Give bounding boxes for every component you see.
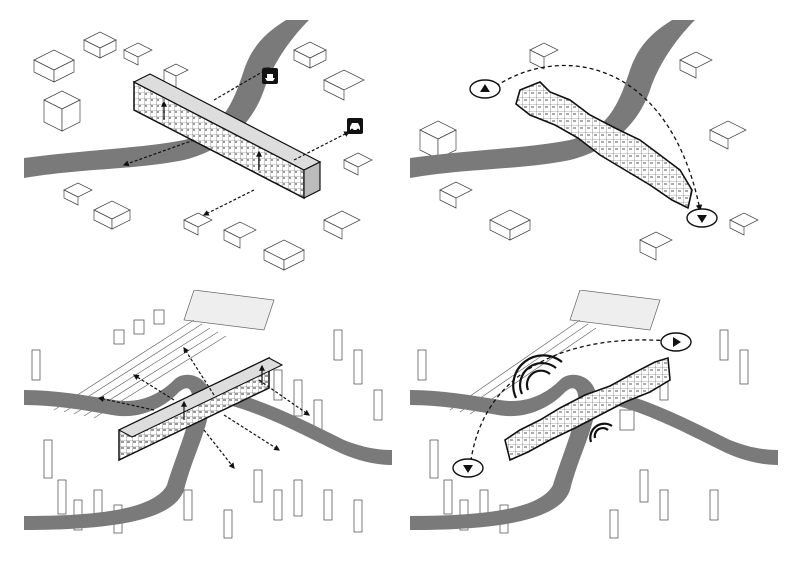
panel-top-left-connectivity — [24, 20, 392, 272]
city-blocks — [419, 42, 759, 261]
river — [24, 374, 392, 530]
building-bar — [117, 356, 284, 462]
connection-arrows — [97, 346, 310, 469]
panel-top-right-reach — [410, 20, 778, 272]
isometric-diagram-1 — [24, 20, 373, 271]
building-bar — [504, 356, 671, 462]
isometric-diagram-3 — [24, 290, 392, 539]
isometric-diagram-2 — [410, 20, 759, 261]
rail-yard — [53, 290, 275, 419]
connection-arrows — [122, 67, 351, 216]
reach-arc — [489, 64, 703, 212]
river — [24, 20, 309, 178]
isometric-diagram-4 — [410, 290, 778, 539]
city-blocks — [33, 31, 373, 271]
river — [410, 20, 695, 178]
towers — [31, 309, 383, 539]
ship-icon — [262, 68, 278, 84]
building-bar — [132, 73, 322, 200]
panel-bottom-right-reach — [410, 290, 778, 546]
reach-arc — [469, 338, 682, 469]
end-marker-icon — [660, 332, 692, 352]
car-icon — [347, 118, 363, 134]
river — [410, 374, 778, 530]
panel-bottom-left-connectivity — [24, 290, 392, 546]
sound-waves-icon — [512, 354, 613, 443]
start-marker-icon — [452, 458, 484, 478]
end-marker-icon — [686, 208, 718, 228]
start-marker-icon — [469, 79, 501, 99]
building-bar — [515, 81, 693, 210]
